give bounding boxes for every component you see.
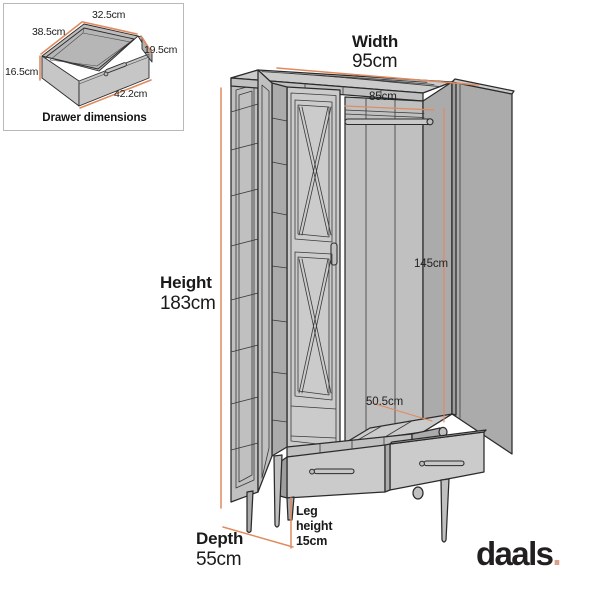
inset-dim-top-depth	[40, 21, 83, 55]
label-leg-height-line1: Leg	[296, 504, 318, 518]
inset-label-front-height: 16.5cm	[5, 66, 39, 78]
dim-line-width	[276, 67, 479, 86]
label-depth-title: Depth	[196, 529, 244, 548]
inset-dim-top-width	[82, 21, 138, 35]
drawer-section	[279, 426, 487, 500]
drawer-dimensions-inset: .io { fill:none; stroke:#2b2b2b; stroke-…	[3, 3, 184, 131]
label-height-value: 183cm	[160, 293, 216, 314]
door-right[interactable]	[451, 78, 515, 455]
wardrobe-interior	[344, 81, 453, 444]
inset-dim-side-height	[140, 35, 153, 54]
drawer-right-handle[interactable]	[419, 460, 465, 467]
leg-back-left	[246, 490, 254, 534]
dimension-lines	[220, 67, 479, 549]
brand-dot: .	[552, 535, 561, 572]
brand-logo: daals.	[476, 535, 561, 573]
label-leg-height-line3: 15cm	[296, 534, 328, 548]
inset-label-top-width: 32.5cm	[92, 9, 126, 21]
leg-front-left	[273, 454, 283, 528]
label-depth-value: 55cm	[196, 549, 242, 570]
label-internal-depth: 50.5cm	[366, 396, 404, 408]
drawer-illustration: .io { fill:none; stroke:#2b2b2b; stroke-…	[39, 21, 153, 109]
inset-label-front-width: 42.2cm	[114, 88, 148, 100]
door-left-outer-panel[interactable]	[257, 69, 273, 493]
dim-line-depth	[222, 526, 294, 548]
door-left[interactable]	[286, 86, 341, 453]
inset-caption: Drawer dimensions	[42, 112, 147, 124]
dim-line-rail-width	[344, 105, 435, 111]
centre-post	[271, 82, 288, 457]
centre-support	[412, 486, 424, 500]
label-internal-height: 145cm	[414, 258, 449, 270]
carcass-left-side	[230, 69, 259, 503]
leg-front-right	[440, 478, 450, 543]
label-height-title: Height	[160, 273, 212, 292]
label-rail-width: 85cm	[369, 91, 397, 103]
label-width-title: Width	[352, 32, 399, 51]
dim-line-internal-depth	[371, 402, 433, 422]
drawer-left-handle[interactable]	[309, 468, 355, 475]
label-leg-height-line2: height	[296, 519, 333, 533]
inset-label-top-depth: 38.5cm	[32, 26, 66, 38]
inset-label-side-height: 19.5cm	[144, 44, 178, 56]
legs	[246, 454, 450, 543]
hanging-rail	[344, 118, 434, 126]
label-width-value: 95cm	[352, 51, 398, 72]
brand-name: daals	[476, 535, 554, 572]
drawer-inset-handle	[103, 62, 127, 77]
drawer-right[interactable]	[389, 429, 487, 491]
inset-dim-front-width	[79, 79, 152, 109]
